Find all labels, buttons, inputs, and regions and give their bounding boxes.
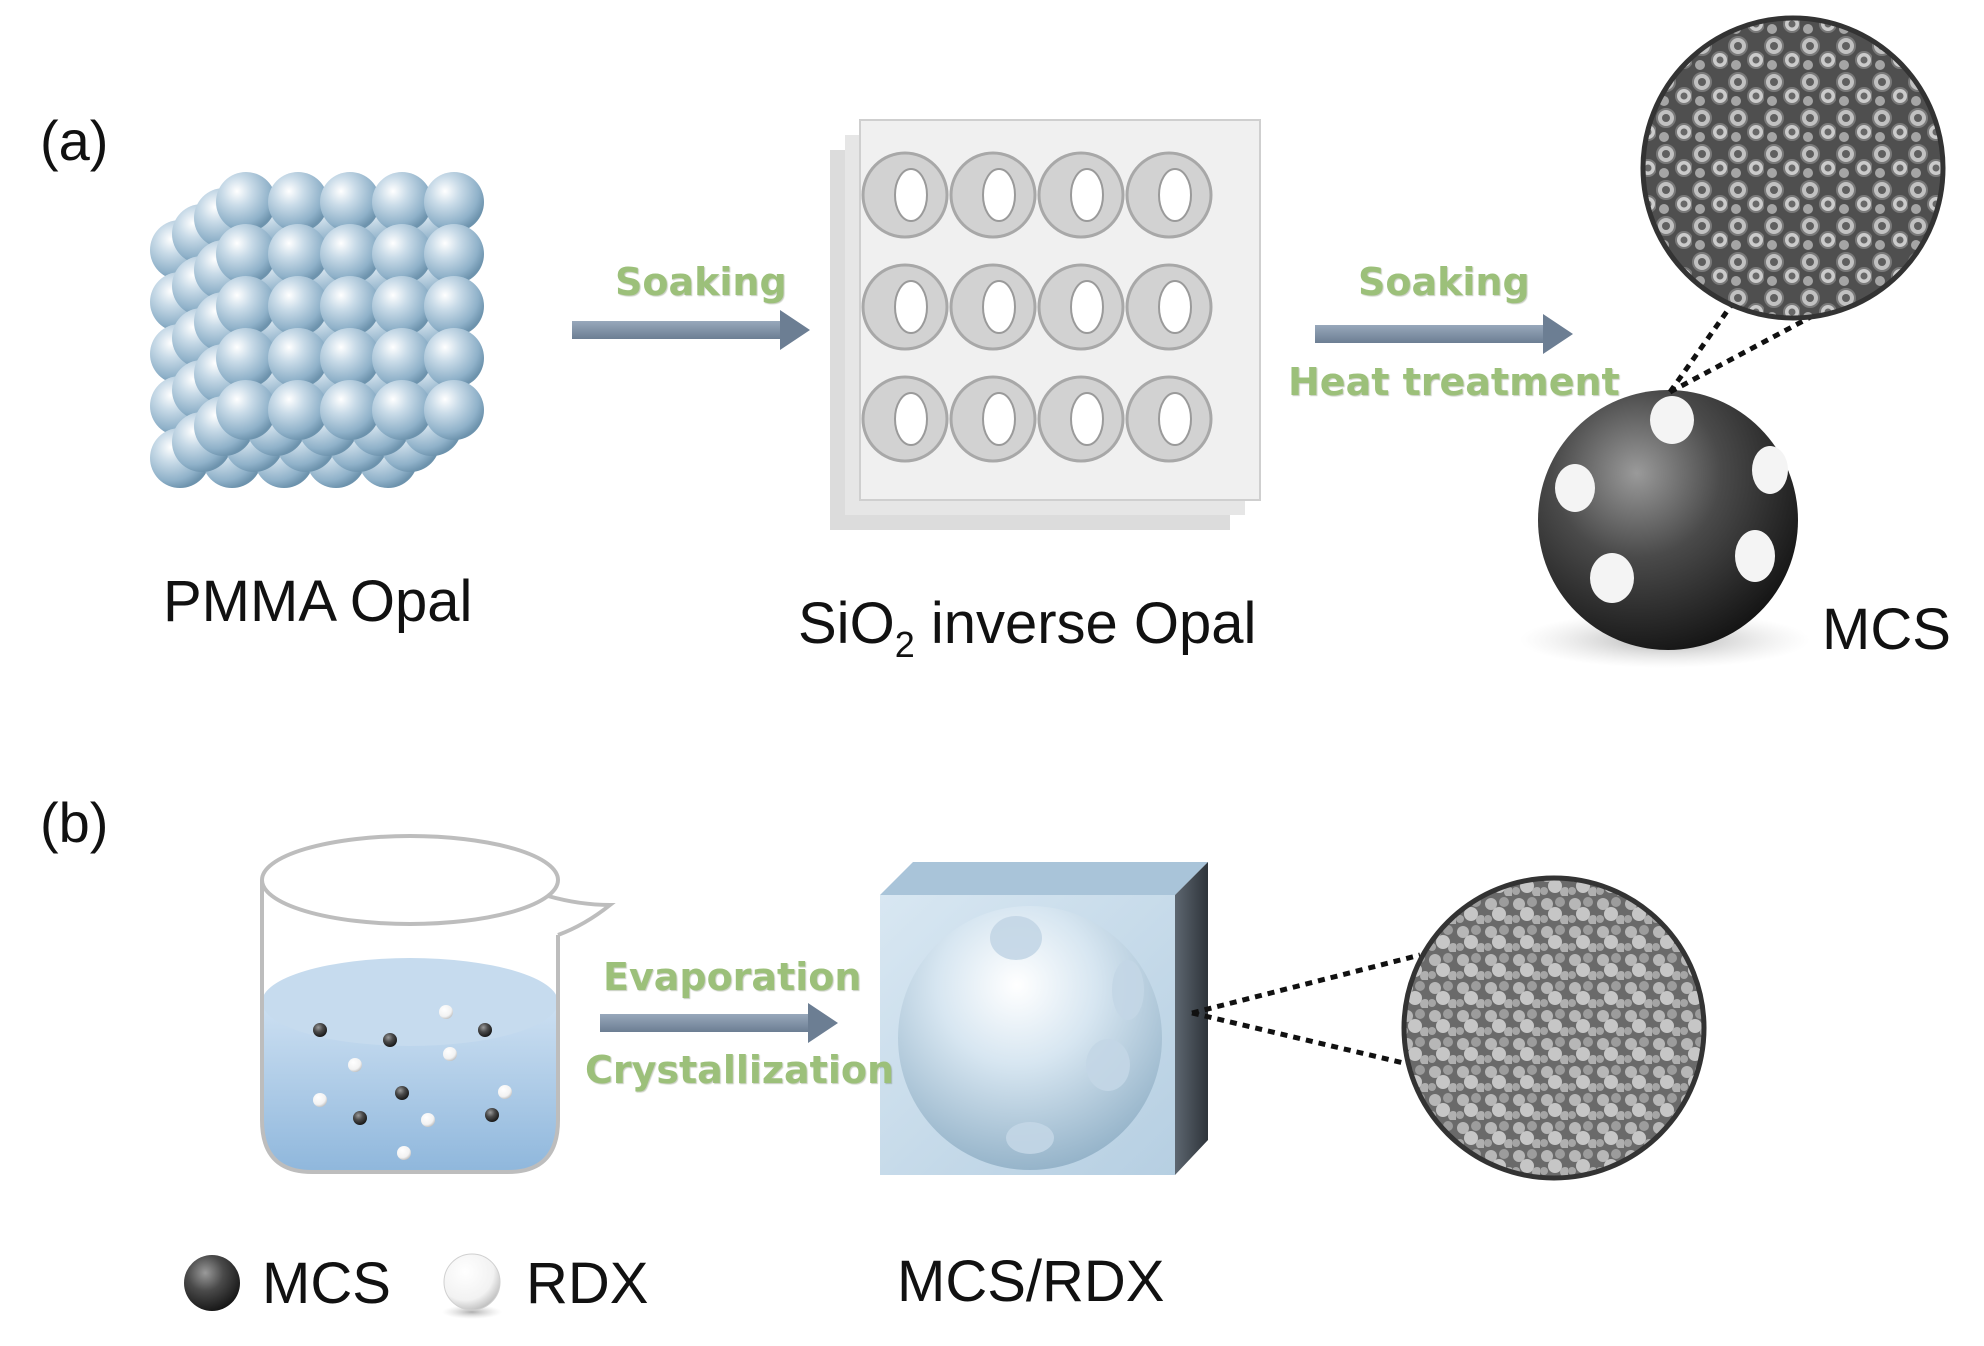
sio2-inverse-opal (830, 119, 1261, 530)
sem-image-mcs (1640, 15, 1946, 321)
mcs-sphere (1520, 390, 1810, 668)
step-soaking-2: Soaking (1358, 260, 1530, 304)
sio2-caption-rest: inverse Opal (914, 591, 1257, 656)
mcs-particle (395, 1086, 409, 1100)
rdx-particle (313, 1093, 327, 1107)
pmma-sphere (424, 380, 484, 440)
pmma-sphere (372, 276, 432, 336)
zoom-lines-mcs (1667, 298, 1822, 395)
inverse-opal-window (894, 392, 928, 446)
pmma-sphere (268, 224, 328, 284)
pmma-sphere (216, 172, 276, 232)
rdx-particle (498, 1085, 512, 1099)
inverse-opal-window (894, 168, 928, 222)
sio2-caption-subscript: 2 (894, 624, 915, 665)
panel-label-a: (a) (40, 109, 109, 172)
pmma-sphere (320, 276, 380, 336)
legend-label-mcs: MCS (262, 1251, 391, 1316)
pmma-sphere (268, 328, 328, 388)
step-evaporation: Evaporation (603, 955, 862, 999)
sem-image-mcs-rdx (1401, 875, 1707, 1181)
inverse-opal-window (982, 168, 1016, 222)
arrow-soaking-heat (1315, 314, 1573, 354)
inverse-opal-window (1070, 280, 1104, 334)
pmma-sphere (372, 172, 432, 232)
arrow-evaporation (600, 1003, 838, 1043)
pmma-sphere (268, 276, 328, 336)
inverse-opal-window (1070, 392, 1104, 446)
pmma-sphere (216, 276, 276, 336)
mcs-particle (353, 1111, 367, 1125)
pmma-sphere (424, 224, 484, 284)
legend-label-rdx: RDX (526, 1251, 649, 1316)
inverse-opal-window (1158, 168, 1192, 222)
inverse-opal-window (1158, 392, 1192, 446)
inverse-opal-window (982, 392, 1016, 446)
mcs-particle (313, 1023, 327, 1037)
arrow-soaking-1 (572, 310, 810, 350)
step-heat-treatment: Heat treatment (1288, 360, 1620, 404)
pmma-sphere (372, 328, 432, 388)
pmma-sphere (268, 380, 328, 440)
beaker (260, 834, 616, 1174)
pmma-sphere (320, 224, 380, 284)
mcs-rdx-caption: MCS/RDX (897, 1249, 1165, 1314)
pmma-sphere (216, 380, 276, 440)
pmma-sphere (372, 224, 432, 284)
mcs-particle (478, 1023, 492, 1037)
sio2-caption-main: SiO (798, 591, 895, 656)
rdx-particle (439, 1005, 453, 1019)
pmma-sphere (320, 380, 380, 440)
inverse-opal-window (894, 280, 928, 334)
rdx-particle (348, 1058, 362, 1072)
pmma-sphere (372, 380, 432, 440)
mcs-particle (485, 1108, 499, 1122)
sio2-inverse-opal-caption: SiO2 inverse Opal (798, 590, 1257, 665)
rdx-particle (397, 1146, 411, 1160)
pmma-sphere (216, 224, 276, 284)
rdx-particle (421, 1113, 435, 1127)
pmma-opal-caption: PMMA Opal (163, 569, 473, 634)
step-crystallization: Crystallization (585, 1048, 895, 1092)
mcs-rdx-cube (880, 862, 1208, 1175)
pmma-sphere (268, 172, 328, 232)
pmma-opal-cube (150, 172, 484, 488)
pmma-sphere (424, 276, 484, 336)
inverse-opal-window (982, 280, 1016, 334)
pmma-sphere (424, 172, 484, 232)
pmma-sphere (320, 172, 380, 232)
zoom-lines-mcs-rdx (1191, 952, 1421, 1068)
mcs-particle (383, 1033, 397, 1047)
rdx-particle (443, 1047, 457, 1061)
dark-sphere-icon (184, 1255, 240, 1311)
mcs-caption: MCS (1822, 597, 1951, 662)
white-sphere-icon (443, 1253, 501, 1311)
inverse-opal-window (1158, 280, 1192, 334)
inverse-opal-window (1070, 168, 1104, 222)
step-soaking-1: Soaking (615, 260, 787, 304)
pmma-sphere (216, 328, 276, 388)
panel-label-b: (b) (40, 791, 109, 854)
pmma-sphere (320, 328, 380, 388)
pmma-sphere (424, 328, 484, 388)
